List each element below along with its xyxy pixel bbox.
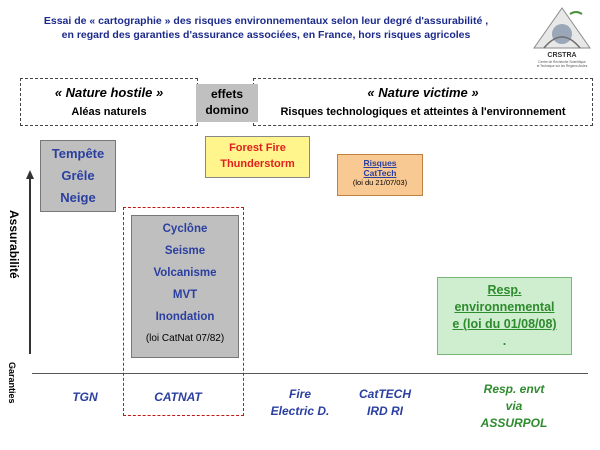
resp-line-1: Resp. xyxy=(487,283,522,297)
resp-line-2: environnemental xyxy=(454,300,555,314)
resp-line-3: e (loi du 01/08/08) xyxy=(452,317,557,331)
domino-line-2: domino xyxy=(205,103,249,117)
page-title: Essai de « cartographie » des risques en… xyxy=(12,14,520,42)
title-line-2: en regard des garanties d'assurance asso… xyxy=(61,29,471,41)
forest-fire-label: Forest Fire xyxy=(229,142,286,154)
guarantee-assur-line-1: Resp. envt xyxy=(483,382,545,396)
guarantee-cattech: CatTECH IRD RI xyxy=(345,386,425,420)
tempete-label: Tempête xyxy=(51,146,105,161)
nature-victime-title: « Nature victime » xyxy=(367,85,479,100)
catnat-risks-box: Cyclône Seisme Volcanisme MVT Inondation… xyxy=(131,215,239,358)
cattech-law: (loi du 21/07/03) xyxy=(352,178,408,187)
mvt-label: MVT xyxy=(172,289,198,301)
nature-hostile-header: « Nature hostile » Aléas naturels xyxy=(20,78,198,126)
horizontal-axis xyxy=(32,373,588,374)
catnat-dashed-region xyxy=(123,207,244,416)
title-line-1: Essai de « cartographie » des risques en… xyxy=(43,15,489,27)
guarantee-tgn: TGN xyxy=(72,390,98,404)
resp-environnementale-box: Resp. environnemental e (loi du 01/08/08… xyxy=(437,277,572,355)
tgn-risks-box: Tempête Grêle Neige xyxy=(40,140,116,212)
garanties-axis-label: Garanties xyxy=(7,362,17,404)
guarantee-fire: Fire Electric D. xyxy=(250,386,350,420)
cattech-title: Risques xyxy=(363,158,397,168)
forest-fire-box: Forest Fire Thunderstorm xyxy=(205,136,310,178)
domino-line-1: effets xyxy=(210,87,243,101)
resp-dot: . xyxy=(502,334,507,348)
crstra-logo: CRSTRA Centre de Recherche Scientifique … xyxy=(530,4,594,70)
cattech-name: CatTech xyxy=(363,167,397,178)
guarantee-assur-line-2: via xyxy=(505,399,523,413)
guarantee-cattech-line-2: IRD RI xyxy=(367,404,403,418)
guarantee-cattech-line-1: CatTECH xyxy=(358,387,411,401)
guarantee-fire-line-1: Fire xyxy=(288,387,311,401)
logo-sub-2: et Technique sur les Régions Arides xyxy=(537,64,588,68)
crstra-logo-icon: CRSTRA Centre de Recherche Scientifique … xyxy=(533,7,591,68)
logo-sub-1: Centre de Recherche Scientifique xyxy=(538,60,586,64)
seisme-label: Seisme xyxy=(164,245,206,257)
nature-hostile-title: « Nature hostile » xyxy=(54,85,164,100)
volcanisme-label: Volcanisme xyxy=(153,267,217,279)
catnat-law: (loi CatNat 07/82) xyxy=(145,333,225,344)
guarantee-catnat: CATNAT xyxy=(154,390,202,404)
inondation-label: Inondation xyxy=(155,311,215,323)
effets-domino-box: effets domino xyxy=(196,84,258,122)
cattech-box: Risques CatTech (loi du 21/07/03) xyxy=(337,154,423,196)
logo-label: CRSTRA xyxy=(547,52,576,59)
risques-technologiques-label: Risques technologiques et atteintes à l'… xyxy=(280,106,566,118)
guarantee-fire-line-2: Electric D. xyxy=(270,404,330,418)
guarantee-assurpol: Resp. envt via ASSURPOL xyxy=(460,381,568,432)
thunderstorm-label: Thunderstorm xyxy=(220,158,295,170)
vertical-axis-arrow xyxy=(26,170,34,179)
neige-label: Neige xyxy=(60,190,96,205)
cyclone-label: Cyclône xyxy=(162,223,208,235)
nature-victime-header: « Nature victime » Risques technologique… xyxy=(253,78,593,126)
guarantee-assur-line-3: ASSURPOL xyxy=(480,416,548,430)
grele-label: Grêle xyxy=(61,168,95,183)
vertical-axis xyxy=(29,178,31,354)
aleas-naturels-label: Aléas naturels xyxy=(71,106,147,118)
assurabilite-axis-label: Assurabilité xyxy=(7,210,21,279)
